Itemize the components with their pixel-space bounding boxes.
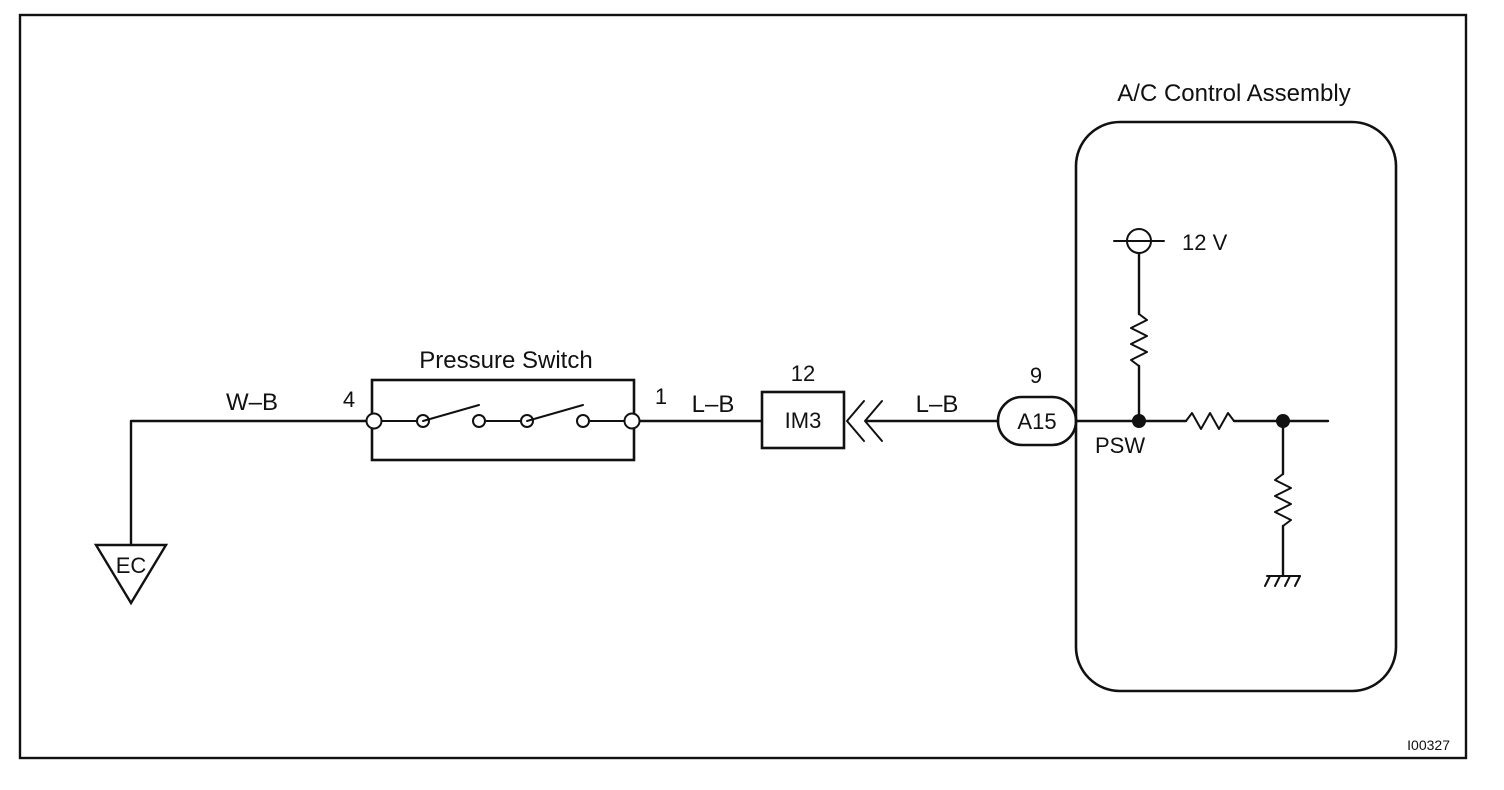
assembly-label: A/C Control Assembly (1117, 80, 1350, 107)
pin-9-label: 9 (1030, 363, 1042, 388)
ground-ec-label: EC (116, 553, 147, 578)
psw-circuit (1074, 228, 1330, 587)
figure-id: I00327 (1407, 737, 1450, 753)
chassis-ground-symbol (1264, 575, 1301, 587)
switch-terminal-4 (365, 412, 383, 430)
wire-wb-label: W–B (226, 389, 278, 416)
wire-wb (129, 419, 368, 547)
supply-label: 12 V (1182, 230, 1228, 255)
pin-1-label: 1 (655, 384, 667, 409)
ground-ec-symbol: EC (93, 543, 169, 606)
pressure-switch-label: Pressure Switch (419, 347, 592, 374)
psw-label: PSW (1095, 433, 1145, 458)
pin-12-label: 12 (791, 361, 815, 386)
psw-junction-dot (1132, 414, 1146, 428)
pressure-switch: Pressure Switch (365, 347, 641, 462)
pin-4-label: 4 (343, 387, 355, 412)
ground-junction-dot (1276, 414, 1290, 428)
assembly-box (1074, 120, 1398, 693)
connector-a15-label: A15 (1017, 409, 1056, 434)
wire-lb-right-label: L–B (916, 391, 959, 418)
connector-im3-box (760, 390, 846, 450)
wire-lb-left-label: L–B (692, 391, 735, 418)
diagram-frame (18, 13, 1468, 760)
switch-terminal-1 (623, 412, 641, 430)
connector-im3-label: IM3 (785, 408, 822, 433)
